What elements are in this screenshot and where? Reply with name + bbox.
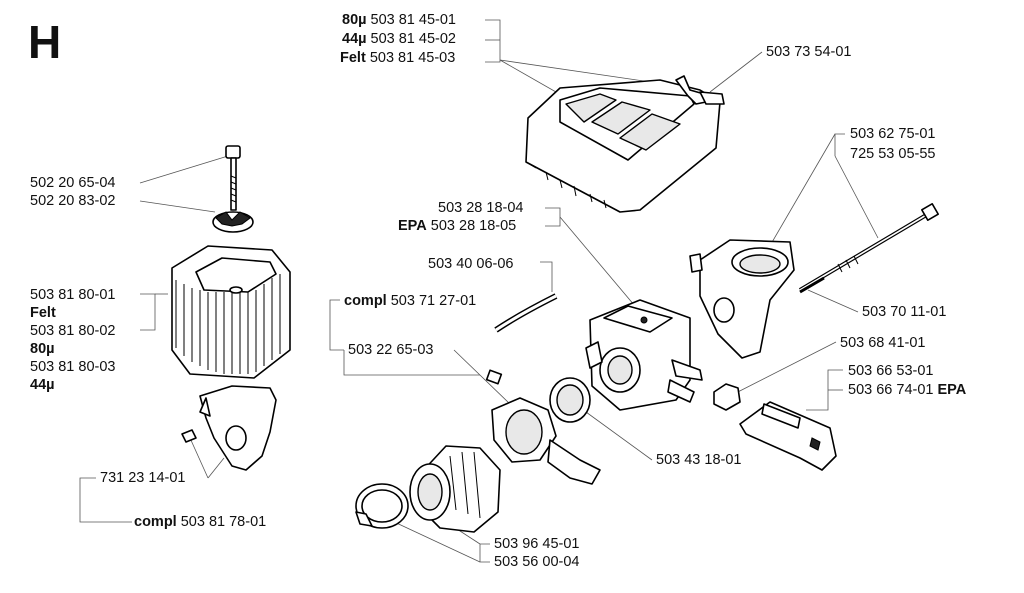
carburettor-drawing: [585, 299, 703, 411]
label-44u: 44µ: [30, 377, 55, 393]
label-503-62-75-01: 503 62 75-01: [850, 126, 936, 142]
clamp-ring-drawing: [485, 369, 601, 485]
label-503-81-80-01: 503 81 80-01: [30, 287, 116, 303]
label-503-96-45-01: 503 96 45-01: [494, 536, 580, 552]
label-503-43-18-01: 503 43 18-01: [656, 452, 742, 468]
label-503-66-74-01: 503 66 74-01 EPA: [848, 382, 967, 398]
label-502-20-83-02: 502 20 83-02: [30, 193, 116, 209]
label-503-81-45-01: 80µ 503 81 45-01: [342, 12, 456, 28]
label-503-22-65-03: 503 22 65-03: [348, 342, 434, 358]
label-502-20-65-04: 502 20 65-04: [30, 175, 116, 191]
label-503-71-27-01: compl 503 71 27-01: [344, 293, 477, 309]
label-503-81-45-03: Felt 503 81 45-03: [340, 50, 456, 66]
throttle-spring-drawing: [713, 383, 741, 411]
filter-knob-nut-drawing: [212, 211, 254, 233]
impulse-hose-drawing: [494, 293, 558, 333]
label-503-81-78-01: compl 503 81 78-01: [134, 514, 267, 530]
label-503-81-80-02: 503 81 80-02: [30, 323, 116, 339]
gasket-drawing: [549, 377, 591, 423]
air-filter-element-drawing: [171, 245, 291, 379]
section-letter: H: [28, 16, 62, 68]
label-503-28-18-05: EPA 503 28 18-05: [398, 218, 517, 234]
label-felt: Felt: [30, 305, 56, 321]
intake-manifold-drawing: [689, 239, 795, 359]
label-725-53-05-55: 725 53 05-55: [850, 146, 936, 162]
filter-holder-drawing: [181, 385, 277, 471]
label-503-66-53-01: 503 66 53-01: [848, 363, 934, 379]
intake-boot-drawing: [409, 445, 501, 533]
label-731-23-14-01: 731 23 14-01: [100, 470, 186, 486]
long-bolt-drawing: [798, 203, 939, 292]
label-503-73-54-01: 503 73 54-01: [766, 44, 852, 60]
air-filter-cover-drawing: [525, 75, 725, 213]
label-503-81-45-02: 44µ 503 81 45-02: [342, 31, 456, 47]
label-503-40-06-06: 503 40 06-06: [428, 256, 514, 272]
label-503-68-41-01: 503 68 41-01: [840, 335, 926, 351]
choke-rod-drawing: [739, 401, 837, 471]
label-503-70-11-01: 503 70 11-01: [862, 304, 947, 320]
leader-lines: [79, 19, 879, 563]
label-503-56-00-04: 503 56 00-04: [494, 554, 580, 570]
label-503-28-18-04: 503 28 18-04: [438, 200, 524, 216]
label-503-81-80-03: 503 81 80-03: [30, 359, 116, 375]
pin-drawing: [799, 276, 825, 294]
filter-screw-drawing: [225, 145, 241, 211]
label-80u: 80µ: [30, 341, 55, 357]
hose-clamp-drawing: [355, 483, 409, 529]
